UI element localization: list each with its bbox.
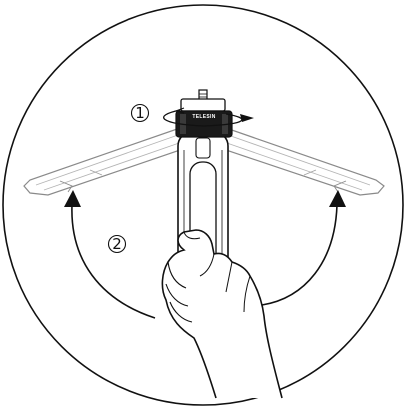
brand-mark: TELESIN xyxy=(192,114,215,120)
rotate-arrow-icon xyxy=(163,107,254,127)
hand-illustration xyxy=(161,229,283,399)
unfold-arrow-icon xyxy=(64,190,346,319)
circle-frame xyxy=(2,4,404,406)
tripod-head-knob: TELESIN xyxy=(175,89,233,138)
step-1-number: 1 xyxy=(135,104,145,122)
step-1-badge xyxy=(130,103,150,123)
tripod-leg-left xyxy=(23,127,187,196)
step-2-badge xyxy=(107,234,127,254)
step-2-number: 2 xyxy=(112,235,122,253)
tripod-leg-right xyxy=(219,127,385,196)
